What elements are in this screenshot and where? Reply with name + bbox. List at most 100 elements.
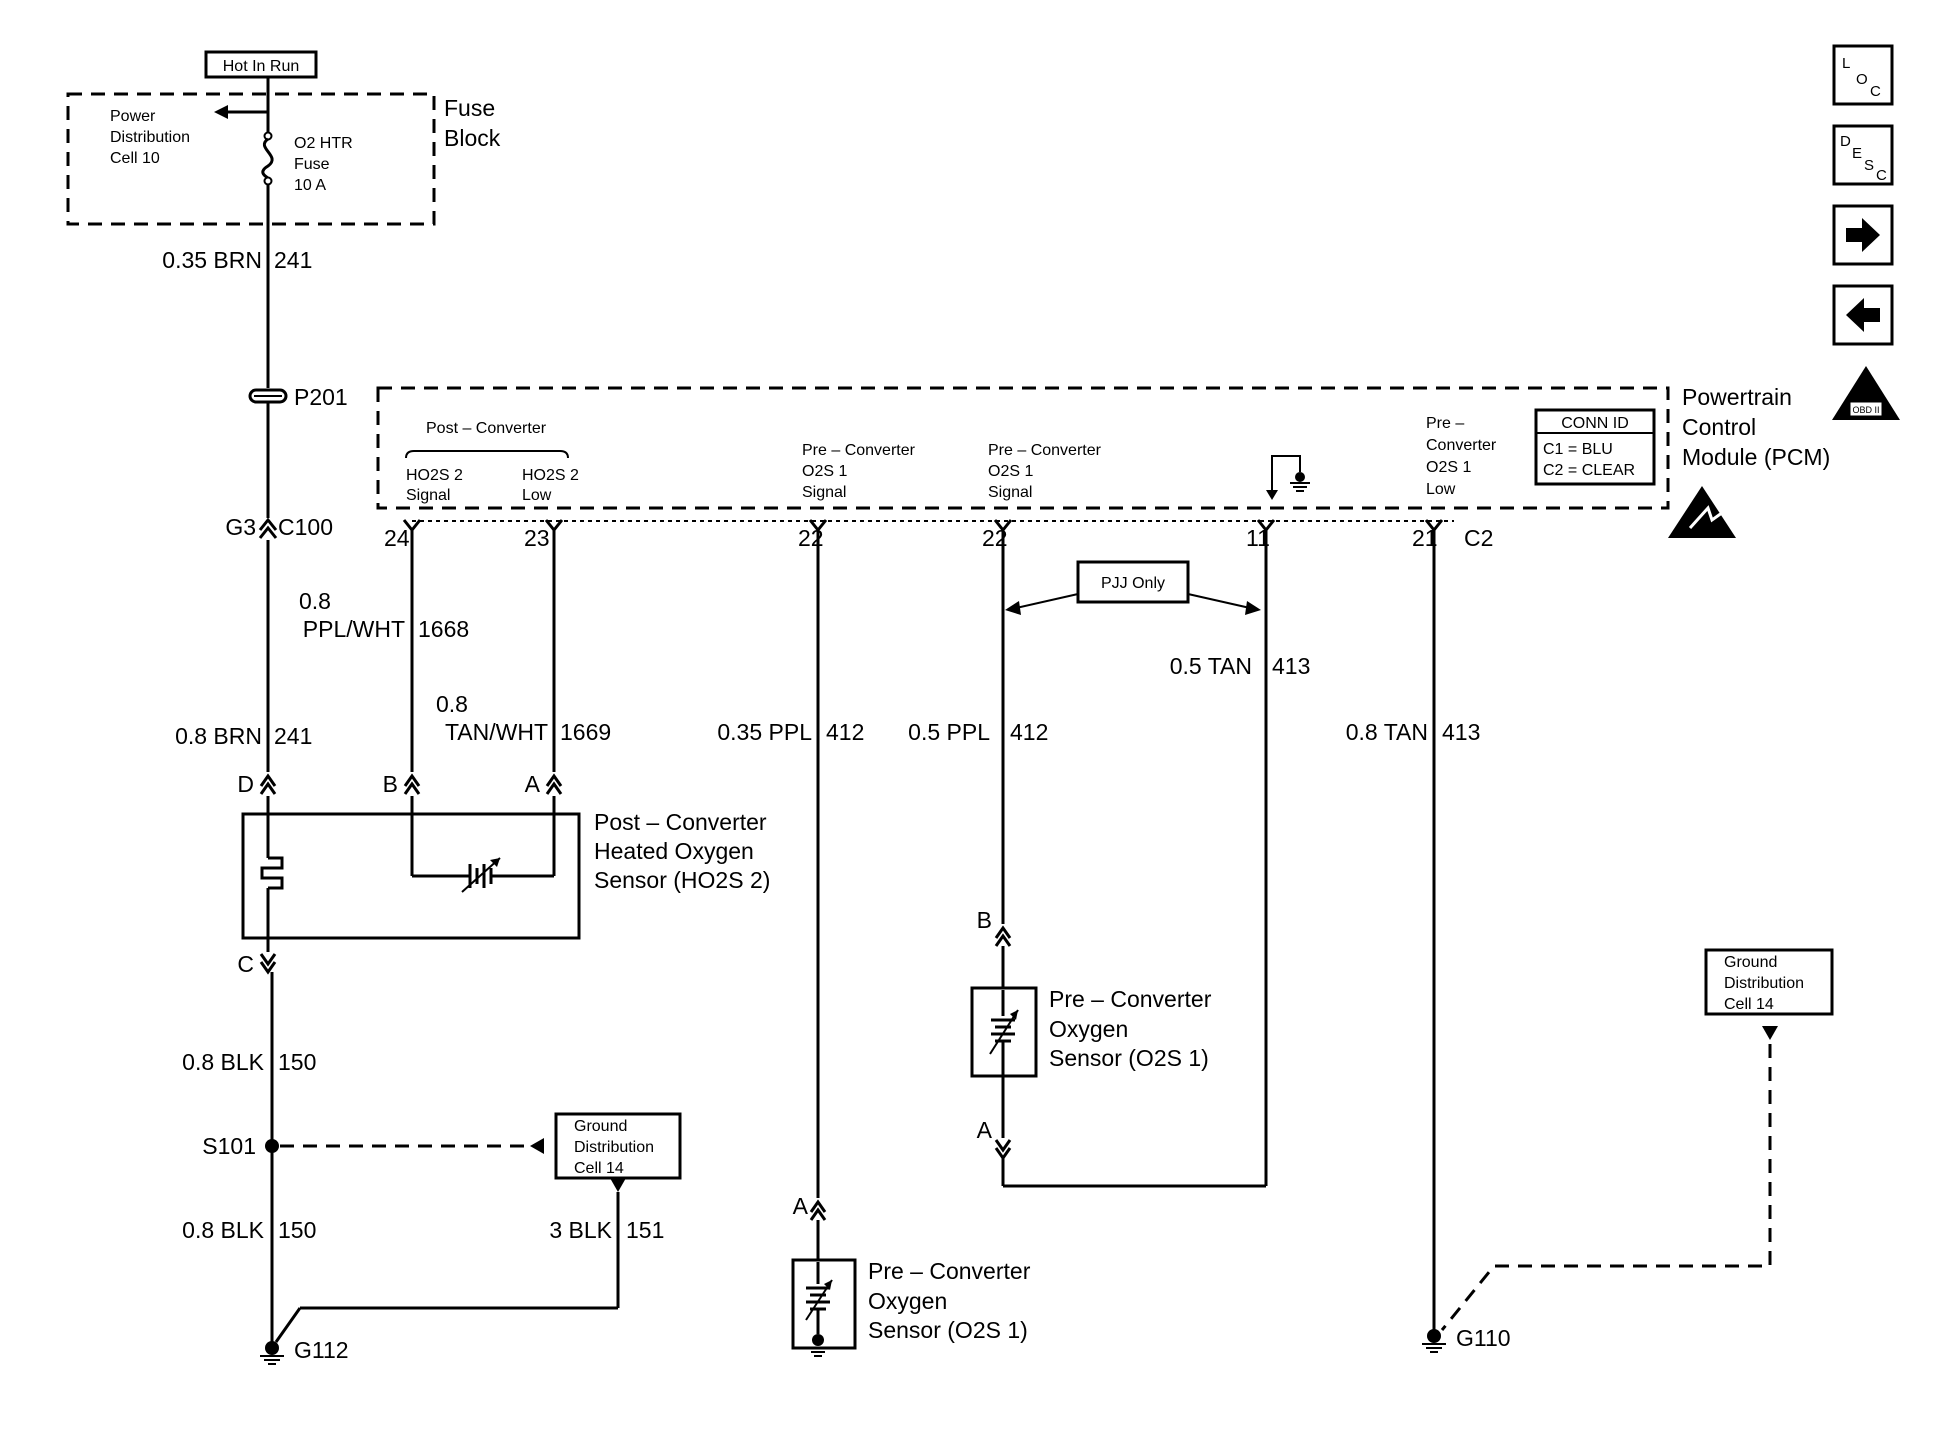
power-dist-3: Cell 10 bbox=[110, 150, 160, 167]
desc-button[interactable]: D E S C bbox=[1832, 124, 1894, 186]
o2s1-mid-label-3: Sensor (O2S 1) bbox=[1049, 1045, 1209, 1071]
wire-241-top-num: 241 bbox=[274, 247, 312, 273]
pcm: Powertrain Control Module (PCM) Post – C… bbox=[376, 384, 1830, 551]
ground-dist-left-2: Distribution bbox=[574, 1139, 654, 1156]
ho2s2-wiring: 0.8 PPL/WHT 1668 B 0.8 TAN/WHT 1669 A bbox=[299, 519, 611, 797]
o2s1-low-label-1: Pre – Converter bbox=[868, 1258, 1031, 1284]
wire-151-num: 151 bbox=[626, 1217, 664, 1243]
wire-1669-size: 0.8 bbox=[436, 691, 468, 717]
wire-1668-color: PPL/WHT bbox=[303, 616, 405, 642]
s101-label: S101 bbox=[202, 1133, 256, 1159]
p201-label: P201 bbox=[294, 384, 348, 410]
conn-id-box bbox=[1534, 408, 1656, 486]
wire-412-b-num: 412 bbox=[1010, 719, 1048, 745]
svg-text:C: C bbox=[1876, 167, 1887, 184]
o2s1-low-ground-icon bbox=[812, 1334, 824, 1346]
next-arrow-button[interactable] bbox=[1832, 204, 1894, 266]
esd-warning-icon bbox=[1668, 486, 1736, 538]
o2s1-low-element-icon bbox=[805, 1262, 833, 1334]
pin-d-label: D bbox=[237, 771, 254, 797]
pre-o2s1-sig-a-3: Signal bbox=[802, 484, 846, 501]
fuse-block-title-1: Fuse bbox=[444, 95, 495, 121]
prev-arrow-button[interactable] bbox=[1832, 284, 1894, 346]
pre-o2s1-low-2: Converter bbox=[1426, 437, 1497, 454]
wire-151-color: 3 BLK bbox=[549, 1217, 612, 1243]
pre-o2s1-low-1: Pre – bbox=[1426, 415, 1464, 432]
wire-1668-num: 1668 bbox=[418, 616, 469, 642]
conn-id-label: CONN ID bbox=[1561, 415, 1629, 432]
wire-413-b-num: 413 bbox=[1442, 719, 1480, 745]
pcm-title-2: Control bbox=[1682, 414, 1756, 440]
o2s1-mid-label-2: Oxygen bbox=[1049, 1016, 1128, 1042]
wire-1669-num: 1669 bbox=[560, 719, 611, 745]
fuse-block-title-2: Block bbox=[444, 125, 501, 151]
pre-o2s1-low-3: O2S 1 bbox=[1426, 459, 1471, 476]
ho2s2-label-1: Post – Converter bbox=[594, 809, 767, 835]
wire-412-b-color: 0.5 PPL bbox=[908, 719, 990, 745]
ground-dist-right-1: Ground bbox=[1724, 954, 1777, 971]
ho2s2-low-1: HO2S 2 bbox=[522, 467, 579, 484]
ground-dist-right-box bbox=[1704, 948, 1834, 1016]
wire-412-a-color: 0.35 PPL bbox=[717, 719, 812, 745]
ground-dist-left-box bbox=[554, 1112, 682, 1180]
g3-label: G3 bbox=[225, 514, 256, 540]
fuse-label-2: Fuse bbox=[294, 156, 330, 173]
o2-sensor-element-icon bbox=[460, 857, 501, 893]
circuit-413-b: 0.8 TAN 413 G110 Ground Distribution Cel… bbox=[1346, 519, 1834, 1353]
hot-in-run-box bbox=[204, 50, 318, 79]
wire-413-a-num: 413 bbox=[1272, 653, 1310, 679]
svg-text:L: L bbox=[1842, 55, 1850, 72]
pre-o2s1-sig-b-2: O2S 1 bbox=[988, 463, 1033, 480]
pre-o2s1-sig-a-2: O2S 1 bbox=[802, 463, 847, 480]
fuse-block-outline bbox=[66, 92, 436, 226]
wire-241-top-color: 0.35 BRN bbox=[162, 247, 262, 273]
pcm-pin-24: 24 bbox=[384, 525, 410, 551]
arrow-left-icon bbox=[1846, 298, 1880, 332]
wire-241-bot-color: 0.8 BRN bbox=[175, 723, 262, 749]
ho2s2-sensor: Post – Converter Heated Oxygen Sensor (H… bbox=[241, 796, 770, 940]
ground-dist-left-3: Cell 14 bbox=[574, 1160, 624, 1177]
circuit-412-a: 0.35 PPL 412 A Pre – Converter Oxygen Se… bbox=[717, 519, 1031, 1357]
ho2s2-low-2: Low bbox=[522, 487, 552, 504]
pjj-only-box bbox=[1076, 560, 1190, 604]
wire-1669-color: TAN/WHT bbox=[445, 719, 548, 745]
svg-text:OBD II: OBD II bbox=[1852, 405, 1879, 415]
wire-412-a-num: 412 bbox=[826, 719, 864, 745]
circuit-412-b: 0.5 PPL 412 B Pre – Converter Oxygen Sen… bbox=[908, 519, 1310, 1188]
power-dist-2: Distribution bbox=[110, 129, 190, 146]
pcm-conn-c2: C2 bbox=[1464, 525, 1493, 551]
pre-o2s1-low-4: Low bbox=[1426, 481, 1456, 498]
fuse-label-1: O2 HTR bbox=[294, 135, 353, 152]
ground-dist-right-3: Cell 14 bbox=[1724, 996, 1774, 1013]
wire-413-b-color: 0.8 TAN bbox=[1346, 719, 1428, 745]
pre-o2s1-sig-a-1: Pre – Converter bbox=[802, 442, 916, 459]
pcm-outline bbox=[376, 386, 1670, 510]
pin-c-label: C bbox=[237, 951, 254, 977]
circuit-241: 0.35 BRN 241 P201 G3 C100 0.8 BRN 241 D bbox=[162, 224, 348, 797]
wire-241-bot-num: 241 bbox=[274, 723, 312, 749]
o2s1-low-sensor-box bbox=[791, 1258, 857, 1350]
pre-o2s1-sig-b-1: Pre – Converter bbox=[988, 442, 1102, 459]
pin-b2-label: B bbox=[977, 907, 992, 933]
s101-splice bbox=[265, 1139, 279, 1153]
o2s1-mid-element-icon bbox=[989, 990, 1019, 1076]
loc-button[interactable]: L O C bbox=[1832, 44, 1894, 106]
circuit-150: C 0.8 BLK 150 S101 Ground Distribution C… bbox=[182, 938, 682, 1365]
g112-label: G112 bbox=[294, 1337, 349, 1363]
conn-c2-label: C2 = CLEAR bbox=[1543, 462, 1635, 479]
svg-text:O: O bbox=[1856, 71, 1868, 88]
svg-text:D: D bbox=[1840, 133, 1851, 150]
wire-150-a-num: 150 bbox=[278, 1049, 316, 1075]
pin-a-label: A bbox=[525, 771, 541, 797]
pcm-pin-23: 23 bbox=[524, 525, 550, 551]
pin-b-label: B bbox=[383, 771, 398, 797]
pre-o2s1-sig-b-3: Signal bbox=[988, 484, 1032, 501]
fuse-icon bbox=[261, 137, 274, 180]
wire-150-b-num: 150 bbox=[278, 1217, 316, 1243]
post-converter-bracket bbox=[405, 450, 569, 459]
svg-text:C: C bbox=[1870, 83, 1881, 100]
ground-dist-left-1: Ground bbox=[574, 1118, 627, 1135]
pin-a2-label: A bbox=[977, 1117, 993, 1143]
conn-c1-label: C1 = BLU bbox=[1543, 441, 1613, 458]
